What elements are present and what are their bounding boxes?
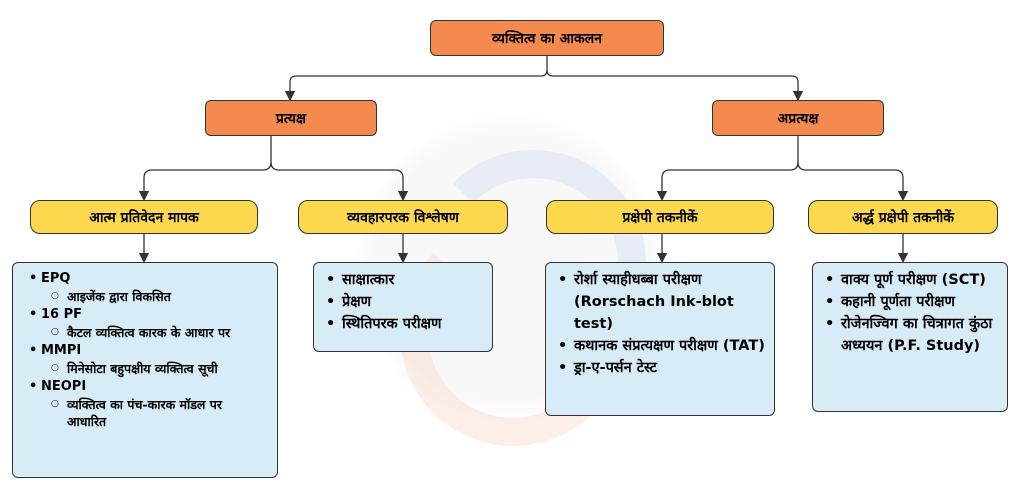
behavioral-list-box: साक्षात्कार प्रेक्षण स्थितिपरक परीक्षण — [313, 262, 493, 352]
node-self-report-label: आत्म प्रतिवेदन मापक — [89, 209, 199, 226]
connector-left-a — [138, 136, 272, 202]
connector-right-b — [797, 161, 909, 202]
node-semi-projective: अर्द्ध प्रक्षेपी तकनीकें — [808, 200, 998, 234]
node-behavioral: व्यवहारपरक विश्लेषण — [298, 200, 508, 234]
list-item: वाक्य पूर्ण परीक्षण (SCT) — [823, 269, 999, 291]
root-node: व्यक्तित्व का आकलन — [430, 20, 664, 56]
node-projective-label: प्रक्षेपी तकनीकें — [622, 209, 698, 226]
list-item: EPQ — [27, 269, 269, 288]
node-pratyaksh-label: प्रत्यक्ष — [275, 110, 307, 127]
connector-root-split — [284, 56, 548, 102]
list-item: प्रेक्षण — [324, 291, 484, 313]
list-subitem: आइजेंक द्वारा विकसित — [27, 288, 269, 305]
behavioral-list: साक्षात्कार प्रेक्षण स्थितिपरक परीक्षण — [324, 269, 484, 335]
list-subitem: मिनेसोटा बहुपक्षीय व्यक्तित्व सूची — [27, 360, 247, 377]
projective-list: रोर्शा स्याहीधब्बा परीक्षण (Rorschach In… — [556, 269, 766, 379]
semi-projective-list: वाक्य पूर्ण परीक्षण (SCT) कहानी पूर्णता … — [823, 269, 999, 357]
node-self-report: आत्म प्रतिवेदन मापक — [30, 200, 258, 234]
semi-projective-list-box: वाक्य पूर्ण परीक्षण (SCT) कहानी पूर्णता … — [812, 262, 1008, 412]
list-item: रोजेनज्विग का चित्रागत कुंठा अध्ययन (P.F… — [823, 313, 999, 357]
list-item: 16 PF — [27, 305, 269, 324]
list-item: कथानक संप्रत्यक्षण परीक्षण (TAT) — [556, 335, 766, 357]
list-item: स्थितिपरक परीक्षण — [324, 313, 484, 335]
root-label: व्यक्तित्व का आकलन — [492, 30, 602, 47]
node-projective: प्रक्षेपी तकनीकें — [546, 200, 774, 234]
list-item: रोर्शा स्याहीधब्बा परीक्षण (Rorschach In… — [556, 269, 766, 335]
list-item: कहानी पूर्णता परीक्षण — [823, 291, 999, 313]
node-semi-projective-label: अर्द्ध प्रक्षेपी तकनीकें — [851, 209, 955, 226]
connector-root-right — [546, 69, 804, 102]
self-report-list-box: EPQ आइजेंक द्वारा विकसित 16 PF कैटल व्यक… — [12, 262, 278, 478]
node-apratyaksh: अप्रत्यक्ष — [712, 100, 884, 136]
node-apratyaksh-label: अप्रत्यक्ष — [777, 110, 819, 127]
projective-list-box: रोर्शा स्याहीधब्बा परीक्षण (Rorschach In… — [545, 262, 775, 416]
list-item: साक्षात्कार — [324, 269, 484, 291]
list-subitem: कैटल व्यक्तित्व कारक के आधार पर — [27, 324, 247, 341]
connector-right-a — [656, 136, 799, 202]
list-item: ड्रा-ए-पर्सन टेस्ट — [556, 357, 766, 379]
self-report-list: EPQ आइजेंक द्वारा विकसित 16 PF कैटल व्यक… — [27, 269, 269, 430]
node-pratyaksh: प्रत्यक्ष — [205, 100, 377, 136]
connector-left-b — [270, 161, 409, 202]
list-item: MMPI — [27, 341, 269, 360]
list-subitem: व्यक्तित्व का पंच-कारक मॉडल पर आधारित — [27, 396, 257, 430]
list-item: NEOPI — [27, 377, 269, 396]
node-behavioral-label: व्यवहारपरक विश्लेषण — [347, 209, 459, 226]
